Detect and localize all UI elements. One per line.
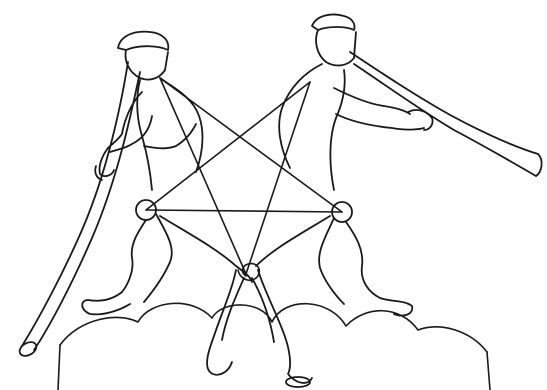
pentagram-star (146, 78, 342, 274)
central-legs (160, 216, 330, 387)
left-didgeridoo (17, 62, 140, 359)
right-player (279, 14, 432, 315)
right-didgeridoo (350, 52, 542, 176)
ground-hills (58, 303, 490, 390)
